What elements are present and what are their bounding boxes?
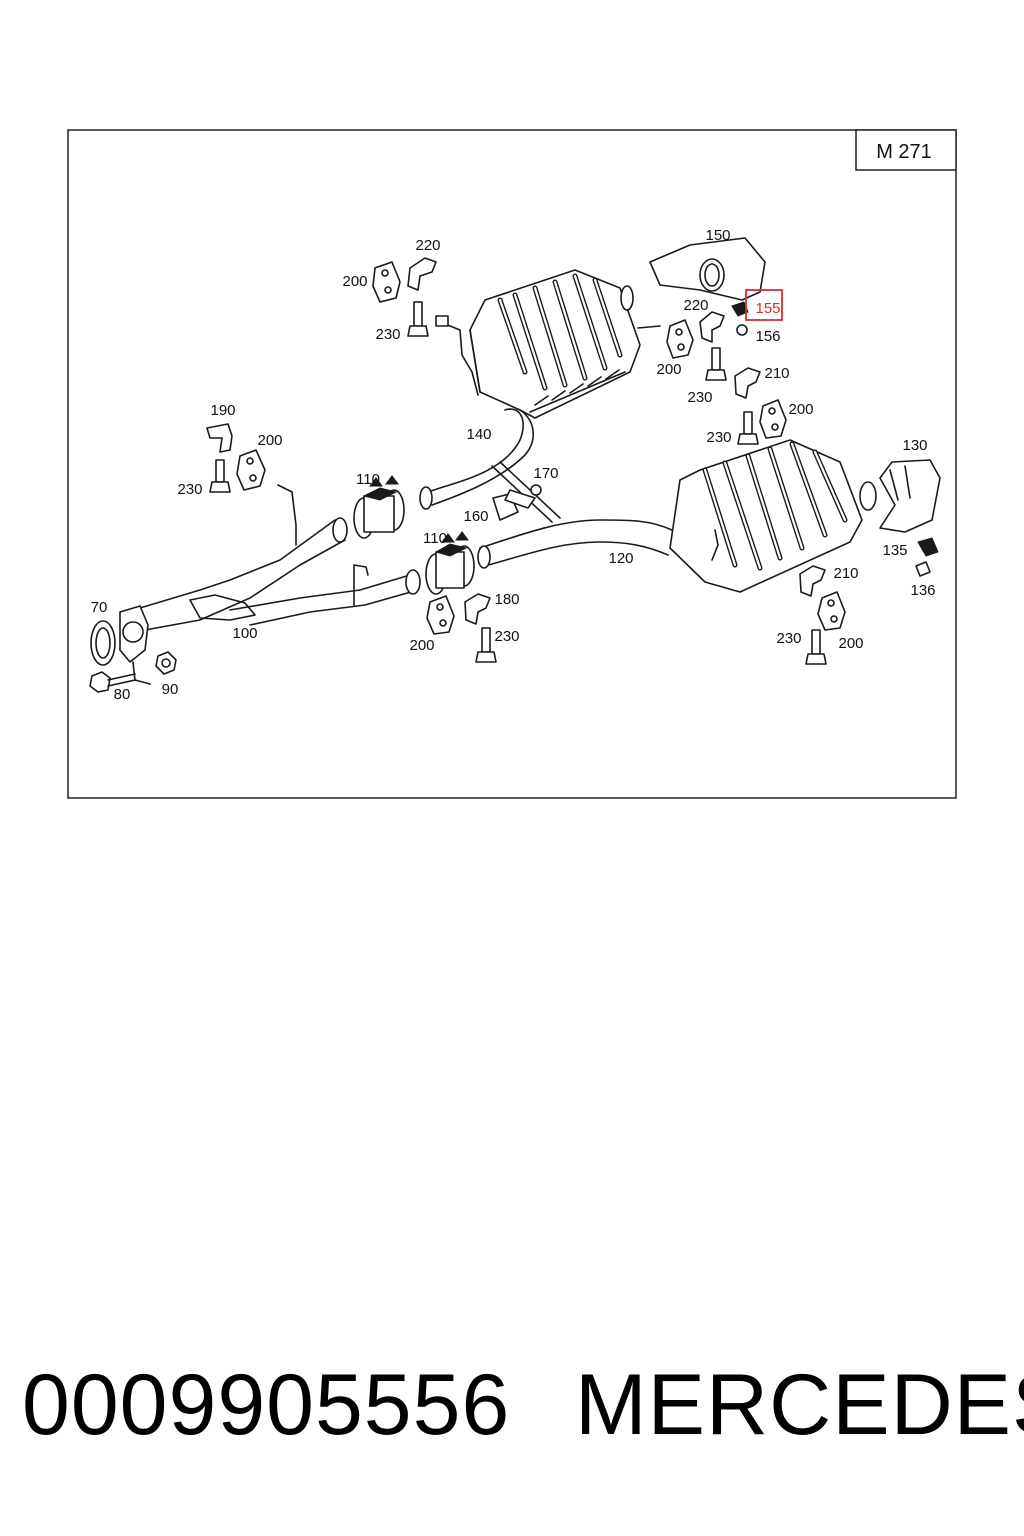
engine-code-label: M 271 [876, 141, 932, 163]
rubber-mount-left [236, 449, 266, 491]
y-pipe-100 [139, 484, 421, 631]
callout-label: 170 [533, 465, 558, 482]
hanger-rod-front-left [439, 321, 479, 396]
callout-label: 156 [755, 328, 780, 345]
callout-label: 230 [687, 389, 712, 406]
bolt-230-br [805, 629, 827, 665]
tailpipe-trim-150 [649, 237, 766, 301]
bracket-160-170 [491, 461, 561, 523]
clip-155 [731, 301, 749, 336]
bracket-190 [206, 423, 233, 453]
callout-label: 230 [776, 630, 801, 647]
callout-label: 130 [902, 437, 927, 454]
part-number: 0009905556 [22, 1357, 511, 1453]
callout-label: 136 [910, 582, 935, 599]
callout-label: 200 [409, 637, 434, 654]
callout-label: 230 [177, 481, 202, 498]
bolt-230-left [209, 459, 231, 493]
hanger-stub-left [435, 315, 449, 327]
bracket-210-top [734, 367, 761, 399]
callout-label: 135 [882, 542, 907, 559]
callout-label: 220 [683, 297, 708, 314]
rubber-mount-mid [666, 319, 694, 359]
bolt-230-mid [705, 347, 727, 381]
clamp-110-lower [425, 531, 475, 595]
rear-muffler [669, 439, 877, 593]
brand-name: MERCEDES [575, 1357, 1024, 1453]
callout-label: 200 [342, 273, 367, 290]
callout-label: 200 [788, 401, 813, 418]
bolt-230-top [407, 301, 429, 337]
bracket-210-bottom [799, 565, 826, 597]
callout-label: 230 [375, 326, 400, 343]
bolt-230-right [737, 411, 759, 445]
callout-label: 110 [423, 530, 447, 547]
rubber-mount-top [372, 261, 401, 303]
nut-90 [155, 651, 177, 675]
pipe-140 [419, 408, 534, 510]
callout-label: 190 [210, 402, 235, 419]
front-muffler [469, 269, 641, 419]
callout-label: 230 [494, 628, 519, 645]
callout-label: 230 [706, 429, 731, 446]
callout-highlight-box [745, 289, 783, 321]
pipe-120 [477, 519, 673, 569]
bolt-80 [89, 671, 136, 693]
rubber-mount-bottom [426, 595, 455, 635]
hanger-rod-front-right [637, 325, 661, 329]
callout-label: 200 [838, 635, 863, 652]
engine-code-box [855, 129, 957, 171]
callout-label: 220 [415, 237, 440, 254]
callout-label: 200 [656, 361, 681, 378]
rubber-mount-right [759, 399, 787, 439]
bracket-220-mid [699, 311, 725, 343]
tailpipe-trim-130 [879, 459, 941, 533]
callout-label: 150 [705, 227, 730, 244]
bracket-220-top [407, 257, 437, 291]
callout-label: 80 [114, 686, 131, 703]
diagram-frame [67, 129, 957, 799]
callout-label: 210 [833, 565, 858, 582]
callout-label: 180 [494, 591, 519, 608]
callout-label: 110 [356, 471, 380, 488]
callout-label: 210 [764, 365, 789, 382]
clip-135-136 [915, 537, 939, 577]
flange-assembly [90, 605, 151, 685]
callout-label: 90 [162, 681, 179, 698]
callout-label-highlighted: 155 [755, 300, 780, 317]
callout-label: 160 [463, 508, 488, 525]
bracket-180 [464, 593, 491, 625]
callout-label: 200 [257, 432, 282, 449]
callout-label: 120 [608, 550, 633, 567]
bolt-230-bottom [475, 627, 497, 663]
callout-label: 100 [232, 625, 257, 642]
clamp-110-upper [353, 475, 405, 539]
rubber-mount-br [817, 591, 846, 631]
callout-label: 140 [466, 426, 491, 443]
callout-label: 70 [91, 599, 108, 616]
